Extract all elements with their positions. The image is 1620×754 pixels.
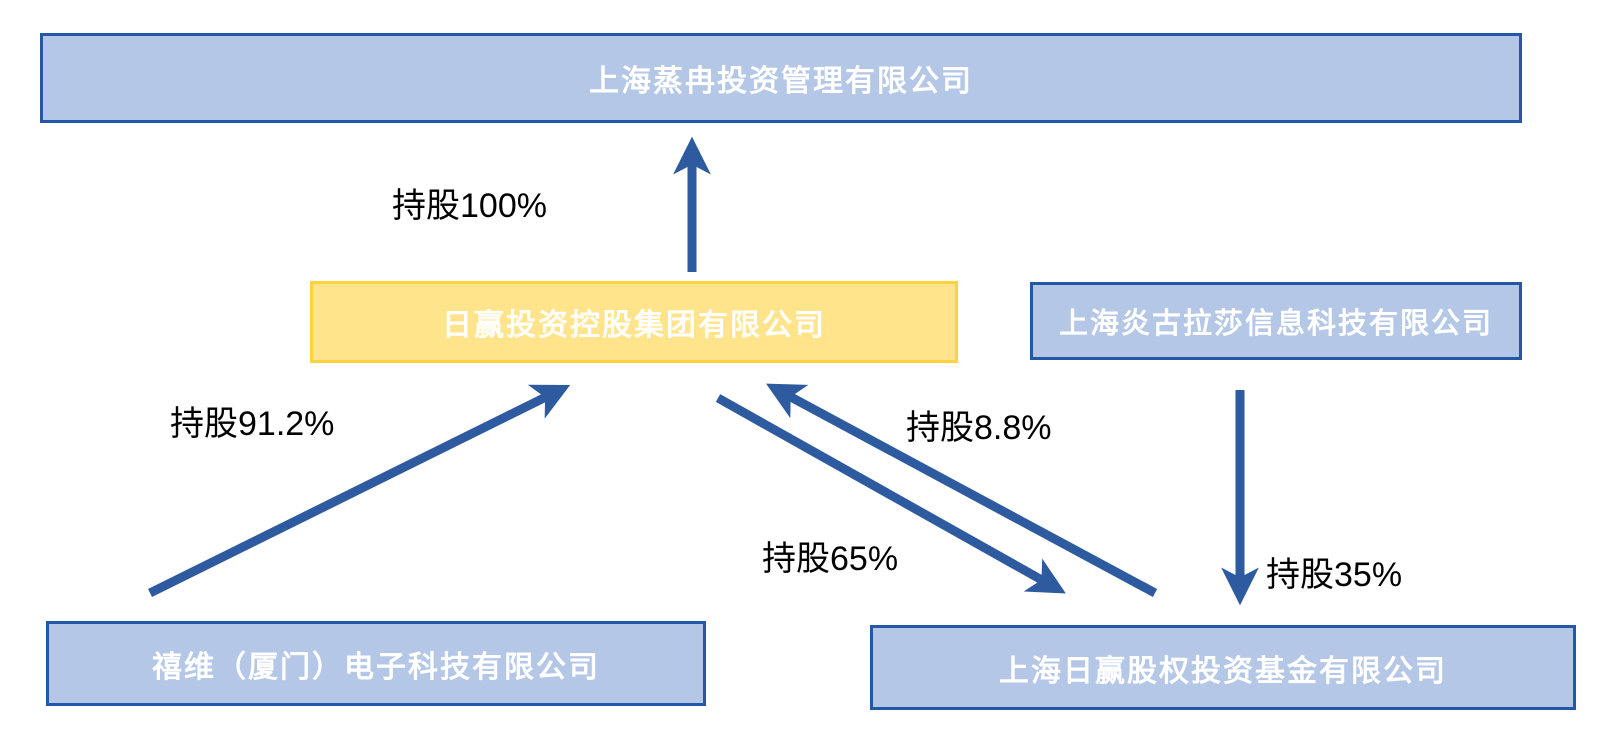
edge-label-91-2-percent: 持股91.2% <box>170 405 335 443</box>
edge-label-35-percent: 持股35% <box>1266 556 1403 594</box>
node-tech-company: 上海炎古拉莎信息科技有限公司 <box>1030 282 1522 360</box>
edge-label-8-8-percent: 持股8.8% <box>906 409 1052 447</box>
node-holding-company: 日赢投资控股集团有限公司 <box>310 281 958 363</box>
node-xiamen-company: 禧维（厦门）电子科技有限公司 <box>46 621 706 706</box>
node-fund-company: 上海日赢股权投资基金有限公司 <box>870 625 1576 710</box>
edge-label-100-percent: 持股100% <box>392 187 547 225</box>
edge-label-65-percent: 持股65% <box>762 540 899 578</box>
node-top-company: 上海蒸冉投资管理有限公司 <box>40 33 1522 123</box>
